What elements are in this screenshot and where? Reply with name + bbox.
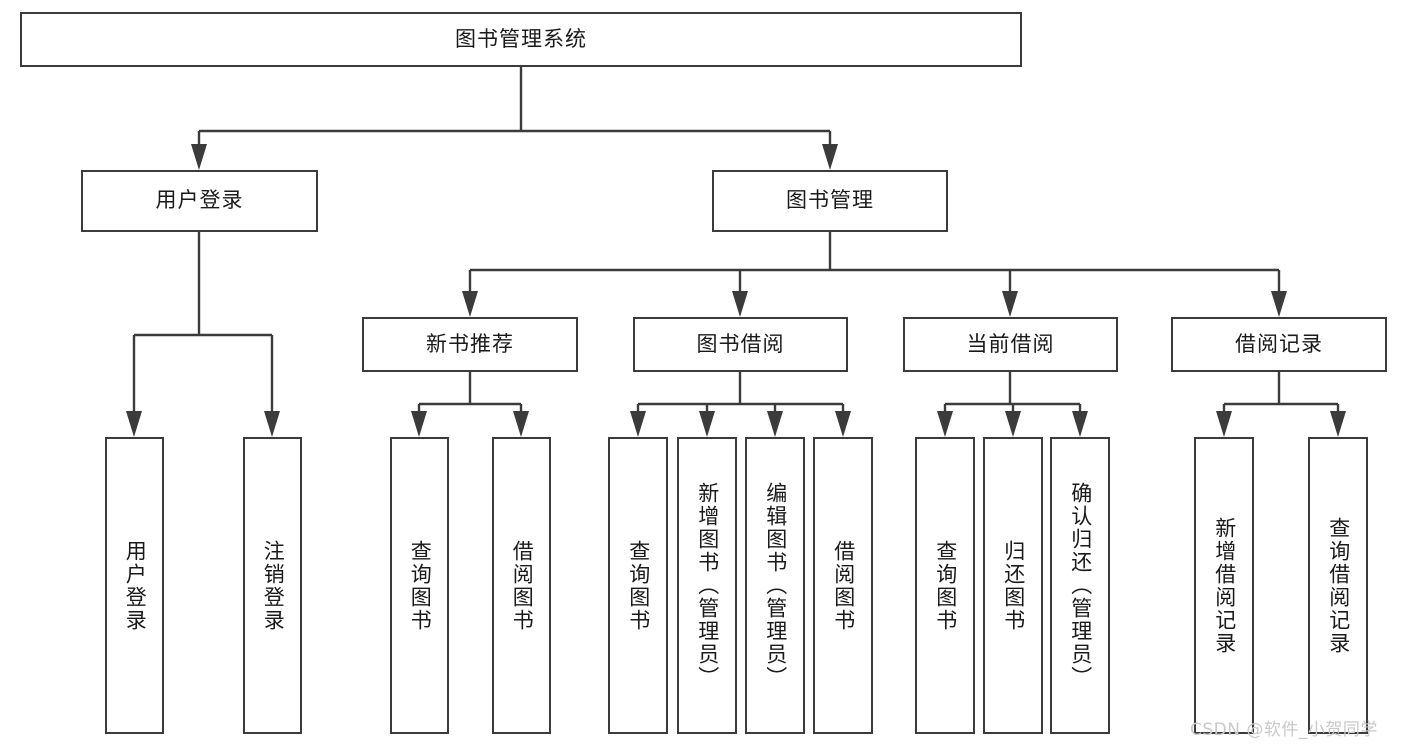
arrow-recommend-leaf-1 [513,411,529,437]
node-new-book-recommend-label: 新书推荐 [426,331,514,356]
arrow-borrow-leaf-2 [767,411,783,437]
leaf-borrow-record-1-label: 查询借阅记录 [1326,516,1351,655]
leaf-user-login-1-label: 注销登录 [261,539,286,632]
csdn-watermark: CSDN @软件_小贺同学 [1190,720,1378,740]
arrow-borrow-leaf-3 [835,411,851,437]
node-root-label: 图书管理系统 [455,26,587,51]
leaf-new-book-recommend-1[interactable]: 借阅图书 [492,437,551,734]
leaf-book-borrow-2[interactable]: 编辑图书（管理员） [745,437,805,734]
leaf-user-login-1[interactable]: 注销登录 [243,437,302,734]
leaf-current-borrow-0-label: 查询图书 [933,539,958,632]
leaf-book-borrow-1[interactable]: 新增图书（管理员） [677,437,737,734]
node-borrow-record-label: 借阅记录 [1235,331,1323,356]
arrow-recommend-leaf-0 [411,411,427,437]
leaf-new-book-recommend-0-label: 查询图书 [408,539,433,632]
leaf-book-borrow-1-label: 新增图书（管理员） [695,482,720,689]
arrow-user-login-leaf-1 [264,411,280,437]
arrow-book-manage-child-0 [462,291,478,317]
leaf-current-borrow-2-label: 确认归还（管理员） [1068,482,1093,689]
node-book-borrow-label: 图书借阅 [696,331,785,356]
arrow-current-leaf-2 [1072,411,1088,437]
leaf-borrow-record-1[interactable]: 查询借阅记录 [1308,437,1368,734]
node-user-login[interactable]: 用户登录 [81,170,318,232]
arrow-record-leaf-1 [1330,411,1346,437]
leaf-book-borrow-2-label: 编辑图书（管理员） [763,482,788,689]
arrow-current-leaf-1 [1005,411,1021,437]
leaf-user-login-0-label: 用户登录 [123,539,148,632]
node-book-management[interactable]: 图书管理 [712,170,948,232]
arrow-current-leaf-0 [937,411,953,437]
node-current-borrow-label: 当前借阅 [966,331,1055,356]
node-new-book-recommend[interactable]: 新书推荐 [362,317,578,372]
leaf-current-borrow-1-label: 归还图书 [1001,539,1026,632]
arrow-borrow-leaf-1 [699,411,715,437]
leaf-user-login-0[interactable]: 用户登录 [105,437,164,734]
node-current-borrow[interactable]: 当前借阅 [903,317,1118,372]
leaf-current-borrow-1[interactable]: 归还图书 [983,437,1043,734]
leaf-book-borrow-0[interactable]: 查询图书 [608,437,668,734]
leaf-current-borrow-2[interactable]: 确认归还（管理员） [1050,437,1110,734]
arrow-book-manage-child-3 [1271,291,1287,317]
node-borrow-record[interactable]: 借阅记录 [1171,317,1387,372]
arrow-user-login-leaf-0 [126,411,142,437]
arrow-record-leaf-0 [1216,411,1232,437]
arrow-root-to-user-login [191,144,207,170]
arrow-book-manage-child-2 [1002,291,1018,317]
leaf-book-borrow-3-label: 借阅图书 [831,539,856,632]
leaf-new-book-recommend-0[interactable]: 查询图书 [390,437,449,734]
node-book-management-label: 图书管理 [786,188,874,213]
leaf-book-borrow-3[interactable]: 借阅图书 [813,437,873,734]
leaf-new-book-recommend-1-label: 借阅图书 [510,539,535,632]
arrow-borrow-leaf-0 [630,411,646,437]
arrow-book-manage-child-1 [732,291,748,317]
node-book-borrow[interactable]: 图书借阅 [633,317,848,372]
leaf-current-borrow-0[interactable]: 查询图书 [915,437,975,734]
leaf-borrow-record-0[interactable]: 新增借阅记录 [1194,437,1254,734]
leaf-borrow-record-0-label: 新增借阅记录 [1212,516,1237,655]
arrow-root-to-book-manage [822,144,838,170]
node-user-login-label: 用户登录 [155,188,244,213]
leaf-book-borrow-0-label: 查询图书 [626,539,651,632]
node-root[interactable]: 图书管理系统 [20,12,1022,67]
